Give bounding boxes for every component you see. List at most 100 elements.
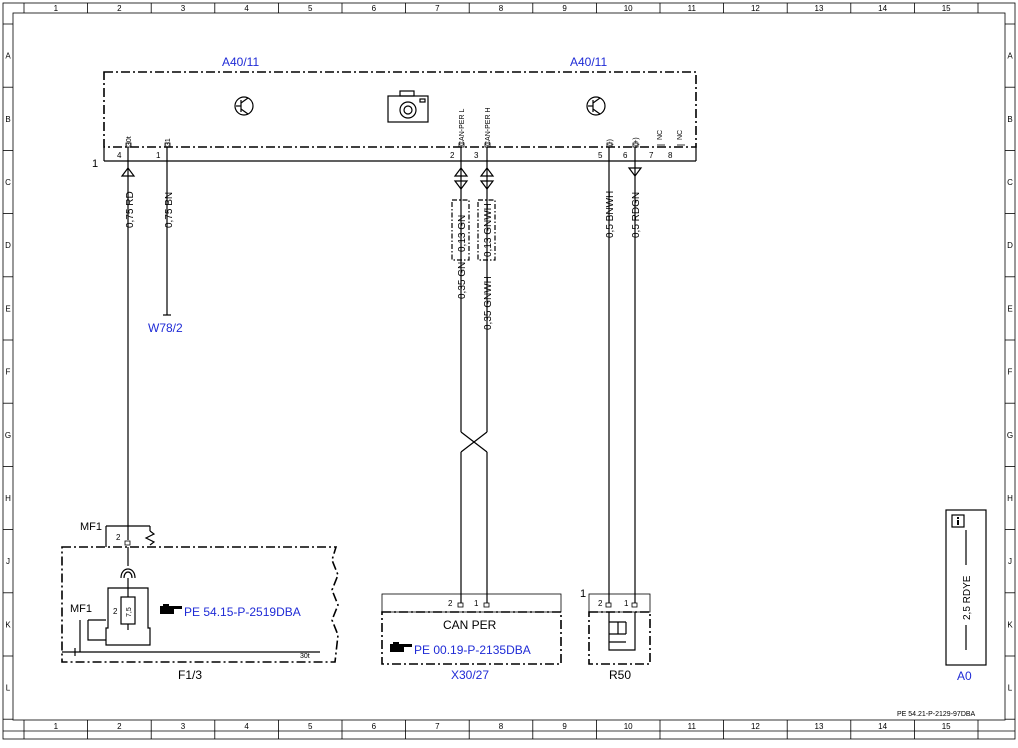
r50-label: R50 xyxy=(609,668,631,682)
grid-column-label: 5 xyxy=(308,722,313,731)
grid-row-label: E xyxy=(5,304,10,313)
pin-nc-8: NC 8 xyxy=(668,130,685,160)
grid-column-label: 9 xyxy=(562,722,567,731)
fuse-pin-number: 2 xyxy=(113,607,118,616)
can-pin-b xyxy=(483,602,490,608)
wire-label-gnwh-top: 0,13 GNWH xyxy=(483,203,494,257)
fuse-holder xyxy=(105,587,151,646)
svg-text:8: 8 xyxy=(668,151,673,160)
grid-row-label: A xyxy=(1007,52,1013,61)
grid-column-label: 10 xyxy=(624,722,633,731)
fuse-block-ref-link[interactable]: PE 54.15-P-2519DBA xyxy=(184,605,301,619)
transistor-right-icon xyxy=(586,96,606,116)
a40-module-box xyxy=(103,71,697,148)
pin-nc-7: NC 7 xyxy=(649,130,665,160)
svg-text:31: 31 xyxy=(165,138,172,146)
a40-label-left: A40/11 xyxy=(222,55,259,69)
wire-label-gn: 0,35 GN xyxy=(457,262,468,299)
fuse-top-pin xyxy=(124,540,131,546)
grid-row-label: D xyxy=(5,241,11,250)
grid-column-label: 3 xyxy=(181,4,186,13)
reference-hand-icon xyxy=(160,604,182,614)
grid-row-label: H xyxy=(1007,494,1013,503)
mf1-side-label: MF1 xyxy=(70,603,92,615)
grid-column-label: 12 xyxy=(751,722,760,731)
svg-text:3: 3 xyxy=(474,151,479,160)
grid-row-label: F xyxy=(6,368,11,377)
reference-hand-icon xyxy=(390,642,412,652)
grid-row-label: K xyxy=(5,620,11,629)
can-pin-b-number: 1 xyxy=(474,599,479,608)
svg-text:(-): (-) xyxy=(607,139,614,146)
r50-box xyxy=(588,611,651,665)
r50-pin-b-number: 1 xyxy=(624,599,629,608)
wire-gnwh-cross xyxy=(460,431,488,453)
grid-column-label: 6 xyxy=(372,4,377,13)
heating-element-icon xyxy=(608,612,636,651)
svg-text:30t: 30t xyxy=(126,136,133,146)
grid-ticks xyxy=(3,3,1015,739)
fuse-contact-arc-inner xyxy=(123,571,133,579)
grid-row-label: C xyxy=(1007,178,1013,187)
svg-text:7: 7 xyxy=(649,151,654,160)
grid-column-label: 6 xyxy=(372,722,377,731)
svg-text:1: 1 xyxy=(156,151,161,160)
grid-row-label: H xyxy=(5,494,11,503)
bidirectional-arrow-icon xyxy=(453,167,495,190)
can-connector-ref-link[interactable]: PE 00.19-P-2135DBA xyxy=(414,643,531,657)
pin-31: 31 1 xyxy=(156,138,172,160)
r50-pin-a-number: 2 xyxy=(598,599,603,608)
grid-column-label: 11 xyxy=(688,722,697,731)
info-wire-label: 2,5 RDYE xyxy=(962,575,973,620)
pin-minus: (-) 5 xyxy=(598,139,614,160)
arrow-up-icon xyxy=(120,167,136,177)
grid-row-label: L xyxy=(6,684,11,693)
svg-text:NC: NC xyxy=(657,130,664,140)
grid-column-label: 14 xyxy=(878,722,887,731)
fuse-block-label: F1/3 xyxy=(178,668,202,682)
wire-label-rdgn: 0,5 RDGN xyxy=(631,192,642,238)
info-icon xyxy=(951,514,965,528)
can-pin-a-number: 2 xyxy=(448,599,453,608)
pin-can-per-l: CAN-PER L 2 xyxy=(450,109,466,160)
grid-row-label: L xyxy=(1008,684,1013,693)
grid-row-label: J xyxy=(1008,557,1012,566)
grid-column-label: 9 xyxy=(562,4,567,13)
svg-text:CAN-PER H: CAN-PER H xyxy=(485,107,492,146)
info-box xyxy=(945,509,987,666)
resistor-icon xyxy=(144,530,156,546)
wire-label-rd: 0,75 RD xyxy=(125,191,136,228)
wire-label-gn-top: 0,13 GN xyxy=(457,215,468,252)
can-connector-header xyxy=(381,593,562,613)
grid-column-label: 10 xyxy=(624,4,633,13)
grid-row-label: K xyxy=(1007,620,1013,629)
svg-text:(+): (+) xyxy=(633,137,640,146)
grid-column-label: 8 xyxy=(499,4,504,13)
grid-column-label: 15 xyxy=(942,4,951,13)
doc-ref: PE 54.21-P-2129-97DBA xyxy=(897,711,976,718)
grid-row-label: G xyxy=(5,431,11,440)
grid-column-label: 5 xyxy=(308,4,313,13)
grid-row-label: C xyxy=(5,178,11,187)
mf1-top-label: MF1 xyxy=(80,521,102,533)
svg-text:6: 6 xyxy=(623,151,628,160)
twisted-pair-box-left xyxy=(451,199,470,261)
inner-frame xyxy=(12,12,1006,721)
grid-labels: 1122334455667788991010111112121313141415… xyxy=(5,4,1013,731)
grid-column-label: 1 xyxy=(54,4,59,13)
grid-row-label: B xyxy=(1007,115,1012,124)
grid-column-label: 15 xyxy=(942,722,951,731)
grid-column-label: 14 xyxy=(878,4,887,13)
grid-column-label: 4 xyxy=(244,4,249,13)
a40-connector-number: 1 xyxy=(92,158,98,170)
pin-can-per-h: CAN-PER H 3 xyxy=(474,107,492,160)
grid-column-label: 3 xyxy=(181,722,186,731)
r50-connector-number: 1 xyxy=(580,588,586,600)
a40-label-right: A40/11 xyxy=(570,55,607,69)
transistor-left-icon xyxy=(234,96,254,116)
info-box-label: A0 xyxy=(957,669,972,683)
svg-text:NC: NC xyxy=(677,130,684,140)
